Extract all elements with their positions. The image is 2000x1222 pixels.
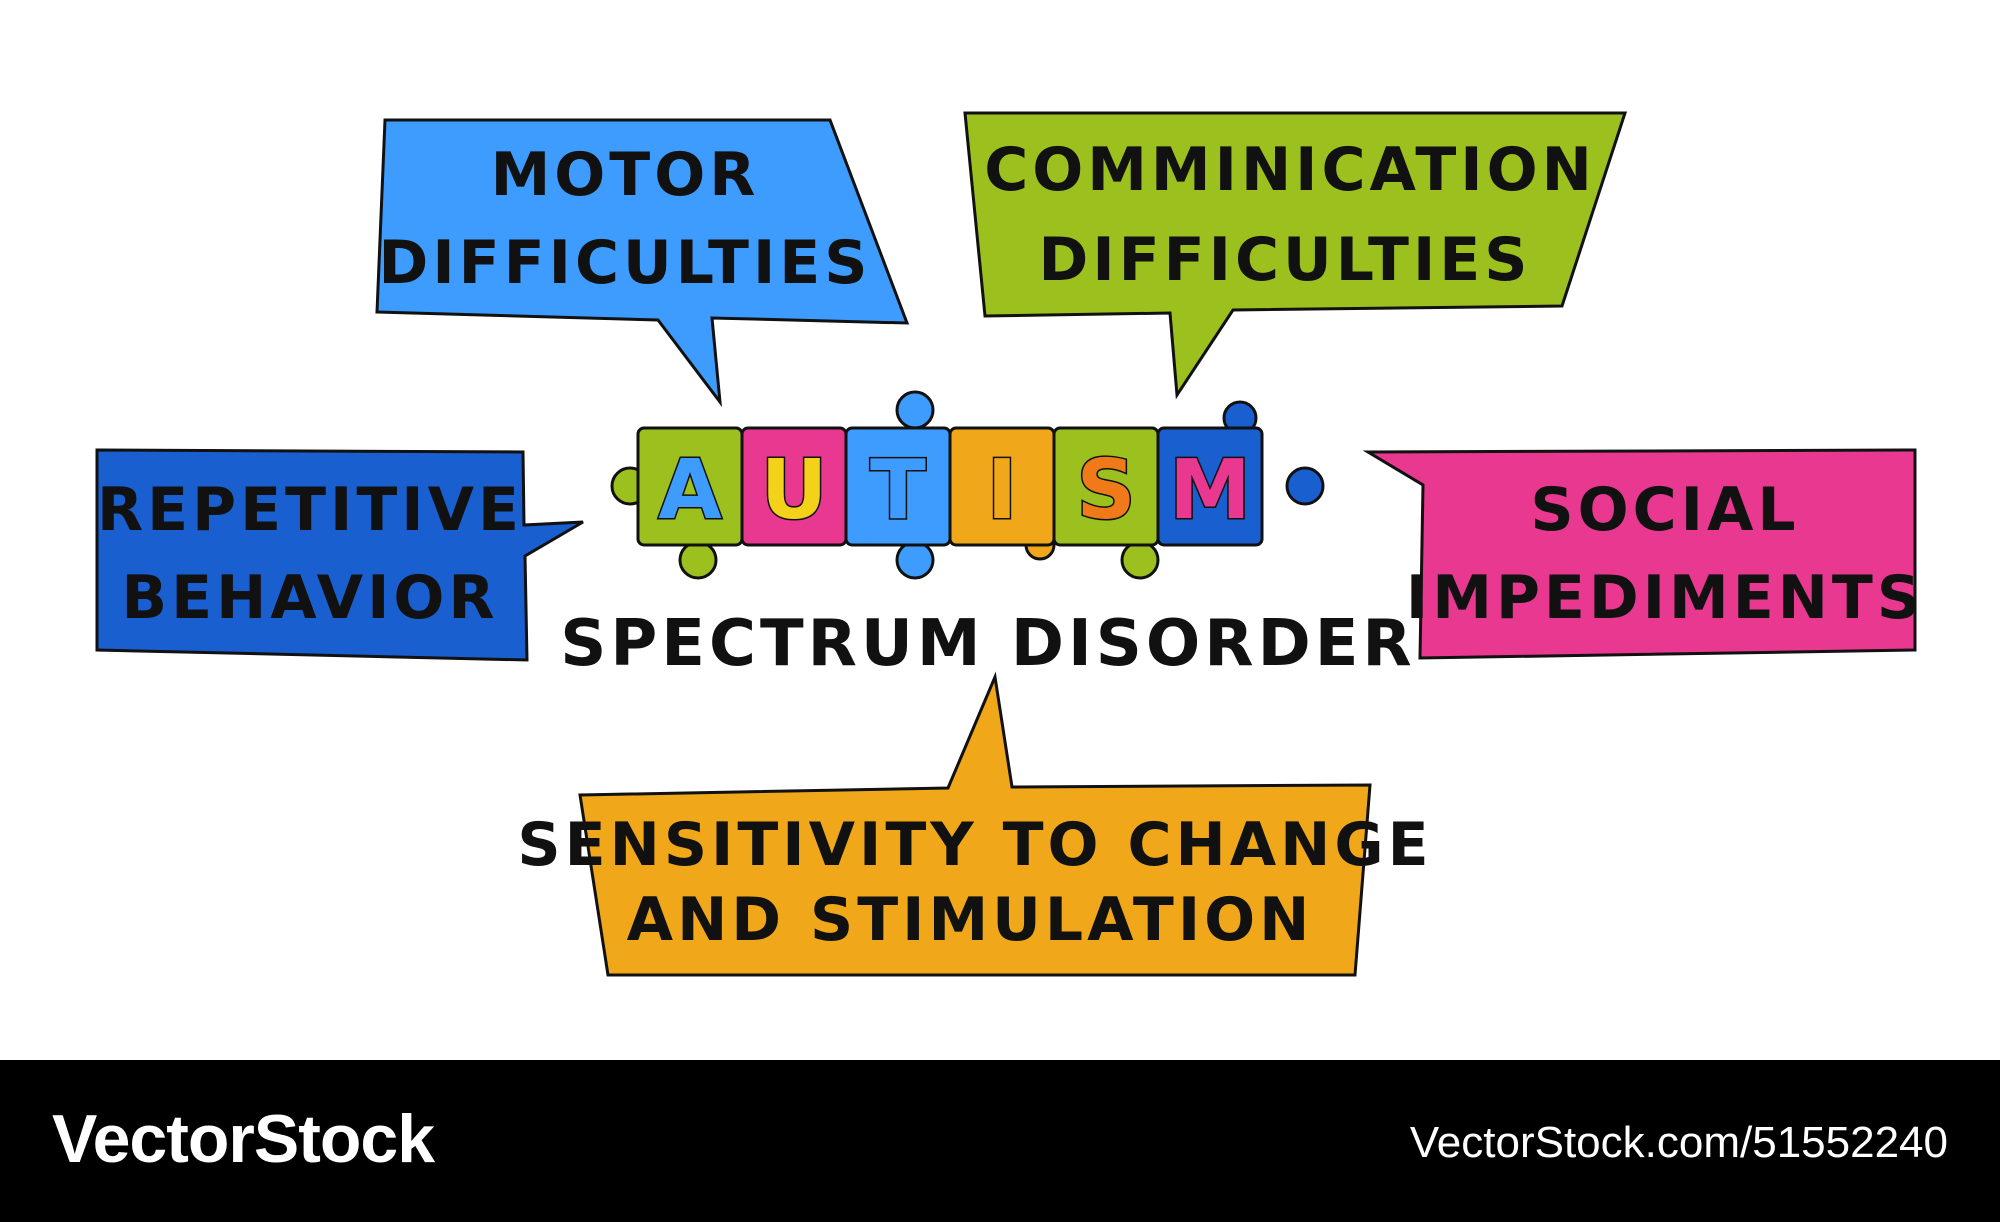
puzzle-letter-m: M (1169, 443, 1251, 538)
bubble-communication-line-2: DIFFICULTIES (1039, 225, 1532, 295)
bubble-motor-difficulties: MOTOR DIFFICULTIES (375, 118, 910, 408)
bubble-communication-difficulties: COMMINICATION DIFFICULTIES (963, 111, 1628, 400)
bubble-repetitive-behavior: REPETITIVE BEHAVIOR (95, 448, 584, 662)
puzzle-letter-i: I (987, 443, 1018, 538)
puzzle-piece-m (1156, 426, 1264, 547)
bubble-social-shape (1362, 448, 1917, 660)
bubble-sensitivity-line-1: SENSITIVITY TO CHANGE (517, 810, 1432, 880)
puzzle-knob (895, 390, 935, 430)
puzzle-letter-u: U (761, 443, 828, 538)
bubble-social-line-2: IMPEDIMENTS (1406, 563, 1924, 633)
puzzle-letter-a: A (658, 443, 722, 538)
bubble-social-impediments: SOCIAL IMPEDIMENTS (1362, 448, 1924, 660)
bubble-motor-line-1: MOTOR (491, 140, 760, 210)
footer-bar: VectorStock VectorStock.com/51552240 (0, 1060, 2000, 1222)
bubble-communication-line-1: COMMINICATION (984, 135, 1596, 205)
bubble-social-line-1: SOCIAL (1530, 475, 1799, 545)
footer-brand-logo: VectorStock (52, 1101, 435, 1177)
diagram-canvas: MOTOR DIFFICULTIES COMMINICATION DIFFICU… (95, 111, 1924, 977)
bubble-repetitive-line-1: REPETITIVE (97, 475, 523, 545)
puzzle-knob (1285, 466, 1325, 506)
puzzle-knob (895, 540, 935, 580)
puzzle-knob (678, 540, 718, 580)
bubble-sensitivity-shape (578, 671, 1372, 977)
puzzle-letter-t: T (870, 443, 926, 538)
bubble-motor-shape (375, 118, 910, 408)
puzzle-letter-s: S (1076, 443, 1135, 538)
bubble-communication-shape (963, 111, 1628, 400)
puzzle-knob (1120, 540, 1160, 580)
autism-diagram: MOTOR DIFFICULTIES COMMINICATION DIFFICU… (95, 111, 1924, 977)
subtitle-spectrum-disorder: SPECTRUM DISORDER (560, 607, 1415, 681)
bubble-repetitive-line-2: BEHAVIOR (121, 563, 498, 633)
bubble-motor-line-2: DIFFICULTIES (379, 228, 872, 298)
footer-url: VectorStock.com/51552240 (1409, 1118, 1948, 1167)
bubble-sensitivity-to-change: SENSITIVITY TO CHANGE AND STIMULATION (517, 671, 1432, 977)
bubble-repetitive-shape (95, 448, 584, 662)
bubble-sensitivity-line-2: AND STIMULATION (627, 885, 1314, 955)
